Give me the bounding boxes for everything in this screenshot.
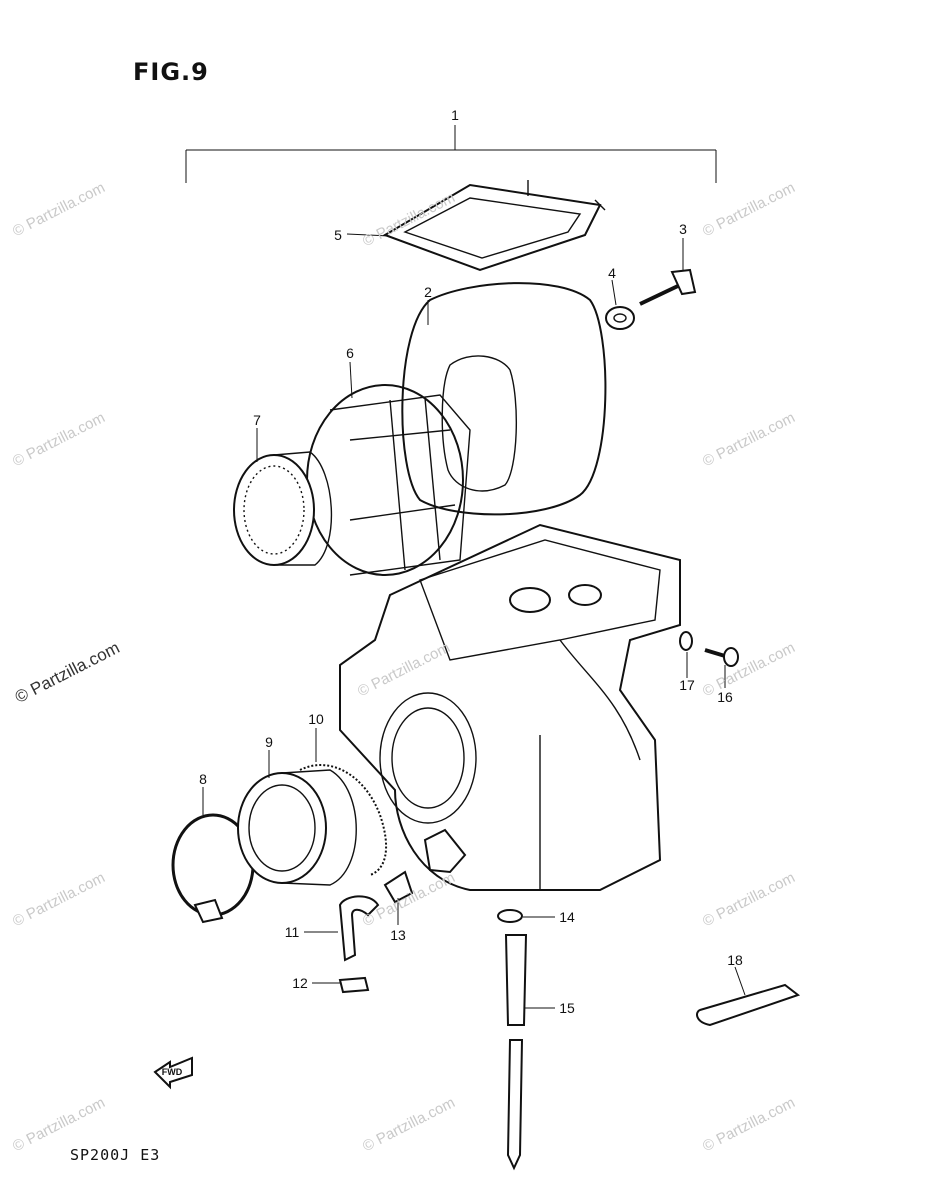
part-13-holder[interactable] [383,870,414,904]
direction-arrow-icon [153,1056,193,1090]
direction-arrow-label: FWD [162,1067,183,1077]
figure-code: SP200J E3 [70,1146,161,1164]
part-10-o-ring[interactable] [299,764,388,876]
callout-12[interactable]: 12 [292,975,308,991]
callout-17[interactable]: 17 [679,677,695,693]
part-16-screw[interactable] [704,647,739,667]
part-15-drain-tube[interactable] [504,934,528,1171]
part-17-washer[interactable] [679,631,693,651]
part-3-wing-bolt[interactable] [639,268,697,306]
callout-10[interactable]: 10 [308,711,324,727]
callout-14[interactable]: 14 [559,909,575,925]
callout-13[interactable]: 13 [390,927,406,943]
callout-4[interactable]: 4 [608,265,616,281]
part-6-frame[interactable] [306,384,471,576]
assembly-bracket [185,125,717,183]
callout-1[interactable]: 1 [451,107,459,123]
callout-9[interactable]: 9 [265,734,273,750]
callout-6[interactable]: 6 [346,345,354,361]
part-18-bracket[interactable] [696,983,801,1027]
air-box-case[interactable] [339,523,681,891]
callout-18[interactable]: 18 [727,952,743,968]
part-7-filter-screen[interactable] [233,451,333,566]
leader-lines [202,233,746,1009]
part-4-grommet[interactable] [605,306,635,330]
callout-5[interactable]: 5 [334,227,342,243]
part-9-intake-joint[interactable] [237,769,357,886]
part-11-drain-hose[interactable] [338,895,380,962]
callout-16[interactable]: 16 [717,689,733,705]
callout-labels: 1 2 3 4 5 6 7 8 9 10 11 12 13 14 15 16 1… [199,107,743,1016]
callout-8[interactable]: 8 [199,771,207,787]
part-5-cover[interactable] [382,180,606,272]
callout-3[interactable]: 3 [679,221,687,237]
figure-title: FIG.9 [133,58,209,86]
callout-11[interactable]: 11 [285,924,300,940]
part-2-foam-element[interactable] [401,282,607,516]
part-12-clip[interactable] [338,976,370,994]
callout-15[interactable]: 15 [559,1000,575,1016]
callout-7[interactable]: 7 [253,412,261,428]
part-14-cap[interactable] [497,909,523,923]
callout-2[interactable]: 2 [424,284,432,300]
